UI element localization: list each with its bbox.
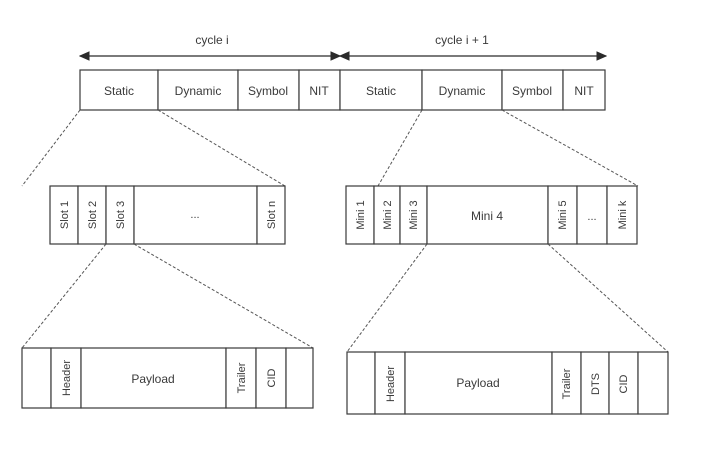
dynamic-frame-trailer-box (551, 351, 582, 415)
static-frame-lead-box (21, 347, 52, 409)
dynamic-frame-lead-box (346, 351, 376, 415)
dynamic-frame-header-label: Header (385, 366, 397, 402)
static-frame-payload-label: Payload (131, 372, 174, 386)
dynamic-minislots-row: Mini 1 Mini 2 Mini 3 Mini 4 Mini 5 ... M… (345, 185, 638, 245)
zoom-line-mini4-right (547, 243, 669, 353)
static-frame-trailer-label: Trailer (236, 362, 248, 393)
mini-ellipsis-label: ... (587, 211, 596, 223)
mini-k-label: Mini k (617, 200, 629, 229)
mini-3-box (399, 185, 428, 245)
static-frame-cid-box (255, 347, 287, 409)
mini-1-box (345, 185, 375, 245)
slot-n-box (256, 185, 286, 245)
slot-2-label: Slot 2 (87, 201, 99, 229)
mini-1-label: Mini 1 (355, 200, 367, 229)
slot-ellipsis-label: ... (190, 209, 199, 221)
dynamic-frame-payload-label: Payload (456, 376, 499, 390)
dynamic-frame-row: Header Payload Trailer DTS CID (346, 351, 669, 415)
static-frame-cid-label: CID (266, 368, 278, 387)
cycle-i-plus-1-label: cycle i + 1 (435, 33, 489, 47)
cycle-i-symbol-label: Symbol (248, 84, 288, 98)
mini-4-label: Mini 4 (471, 209, 503, 223)
zoom-line-slot3-right (133, 243, 314, 349)
cycle-i-static-label: Static (104, 84, 134, 98)
static-frame-trailer-box (225, 347, 257, 409)
cycle-i-symbol-box (237, 69, 300, 111)
dynamic-frame-cid-label: CID (618, 374, 630, 393)
cycle-i-segments: Static Dynamic Symbol NIT (79, 69, 341, 111)
cycle-i-dynamic-label: Dynamic (175, 84, 222, 98)
dynamic-frame-trailer-label: Trailer (561, 368, 573, 399)
slot-3-box (105, 185, 135, 245)
zoom-line-mini4-left (346, 243, 428, 353)
cycle-i-nit-label: NIT (309, 84, 329, 98)
dynamic-frame-dts-label: DTS (590, 373, 602, 395)
zoom-line-static-left (21, 109, 81, 187)
cycle-i-plus-1-nit-box (562, 69, 606, 111)
cycle-i-plus-1-symbol-label: Symbol (512, 84, 552, 98)
static-frame-header-box (50, 347, 82, 409)
cycle-i-dynamic-box (157, 69, 239, 111)
slot-n-label: Slot n (266, 201, 278, 229)
mini-2-box (373, 185, 401, 245)
cycle-i-plus-1-segments: Static Dynamic Symbol NIT (339, 69, 606, 111)
slot-1-label: Slot 1 (59, 201, 71, 229)
mini-2-label: Mini 2 (382, 200, 394, 229)
cycle-i-nit-box (298, 69, 341, 111)
cycle-i-plus-1-indicator: cycle i + 1 (338, 33, 608, 61)
zoom-line-static-right (157, 109, 286, 187)
static-frame-tail-box (285, 347, 314, 409)
cycle-i-plus-1-dynamic-box (421, 69, 503, 111)
static-frame-row: Header Payload Trailer CID (21, 347, 314, 409)
slot-3-label: Slot 3 (115, 201, 127, 229)
slot-1-box (49, 185, 79, 245)
static-frame-header-label: Header (61, 360, 73, 396)
mini-4-box (426, 185, 549, 245)
cycle-i-plus-1-nit-label: NIT (574, 84, 594, 98)
dynamic-frame-payload-box (404, 351, 553, 415)
static-frame-payload-box (80, 347, 227, 409)
cycle-i-plus-1-symbol-box (501, 69, 564, 111)
slot-2-box (77, 185, 107, 245)
dynamic-frame-tail-box (637, 351, 669, 415)
zoom-line-dynamic-left (377, 109, 423, 187)
mini-k-box (606, 185, 638, 245)
zoom-line-slot3-left (21, 243, 107, 349)
slot-gap-box (133, 185, 258, 245)
cycle-i-plus-1-dynamic-label: Dynamic (439, 84, 486, 98)
cycle-i-plus-1-static-label: Static (366, 84, 396, 98)
static-slots-row: Slot 1 Slot 2 Slot 3 ... Slot n (49, 185, 286, 245)
mini-5-label: Mini 5 (557, 200, 569, 229)
zoom-line-dynamic-right (501, 109, 639, 187)
cycle-i-indicator: cycle i (78, 33, 342, 61)
cycle-i-label: cycle i (195, 33, 228, 47)
mini-3-label: Mini 3 (408, 200, 420, 229)
